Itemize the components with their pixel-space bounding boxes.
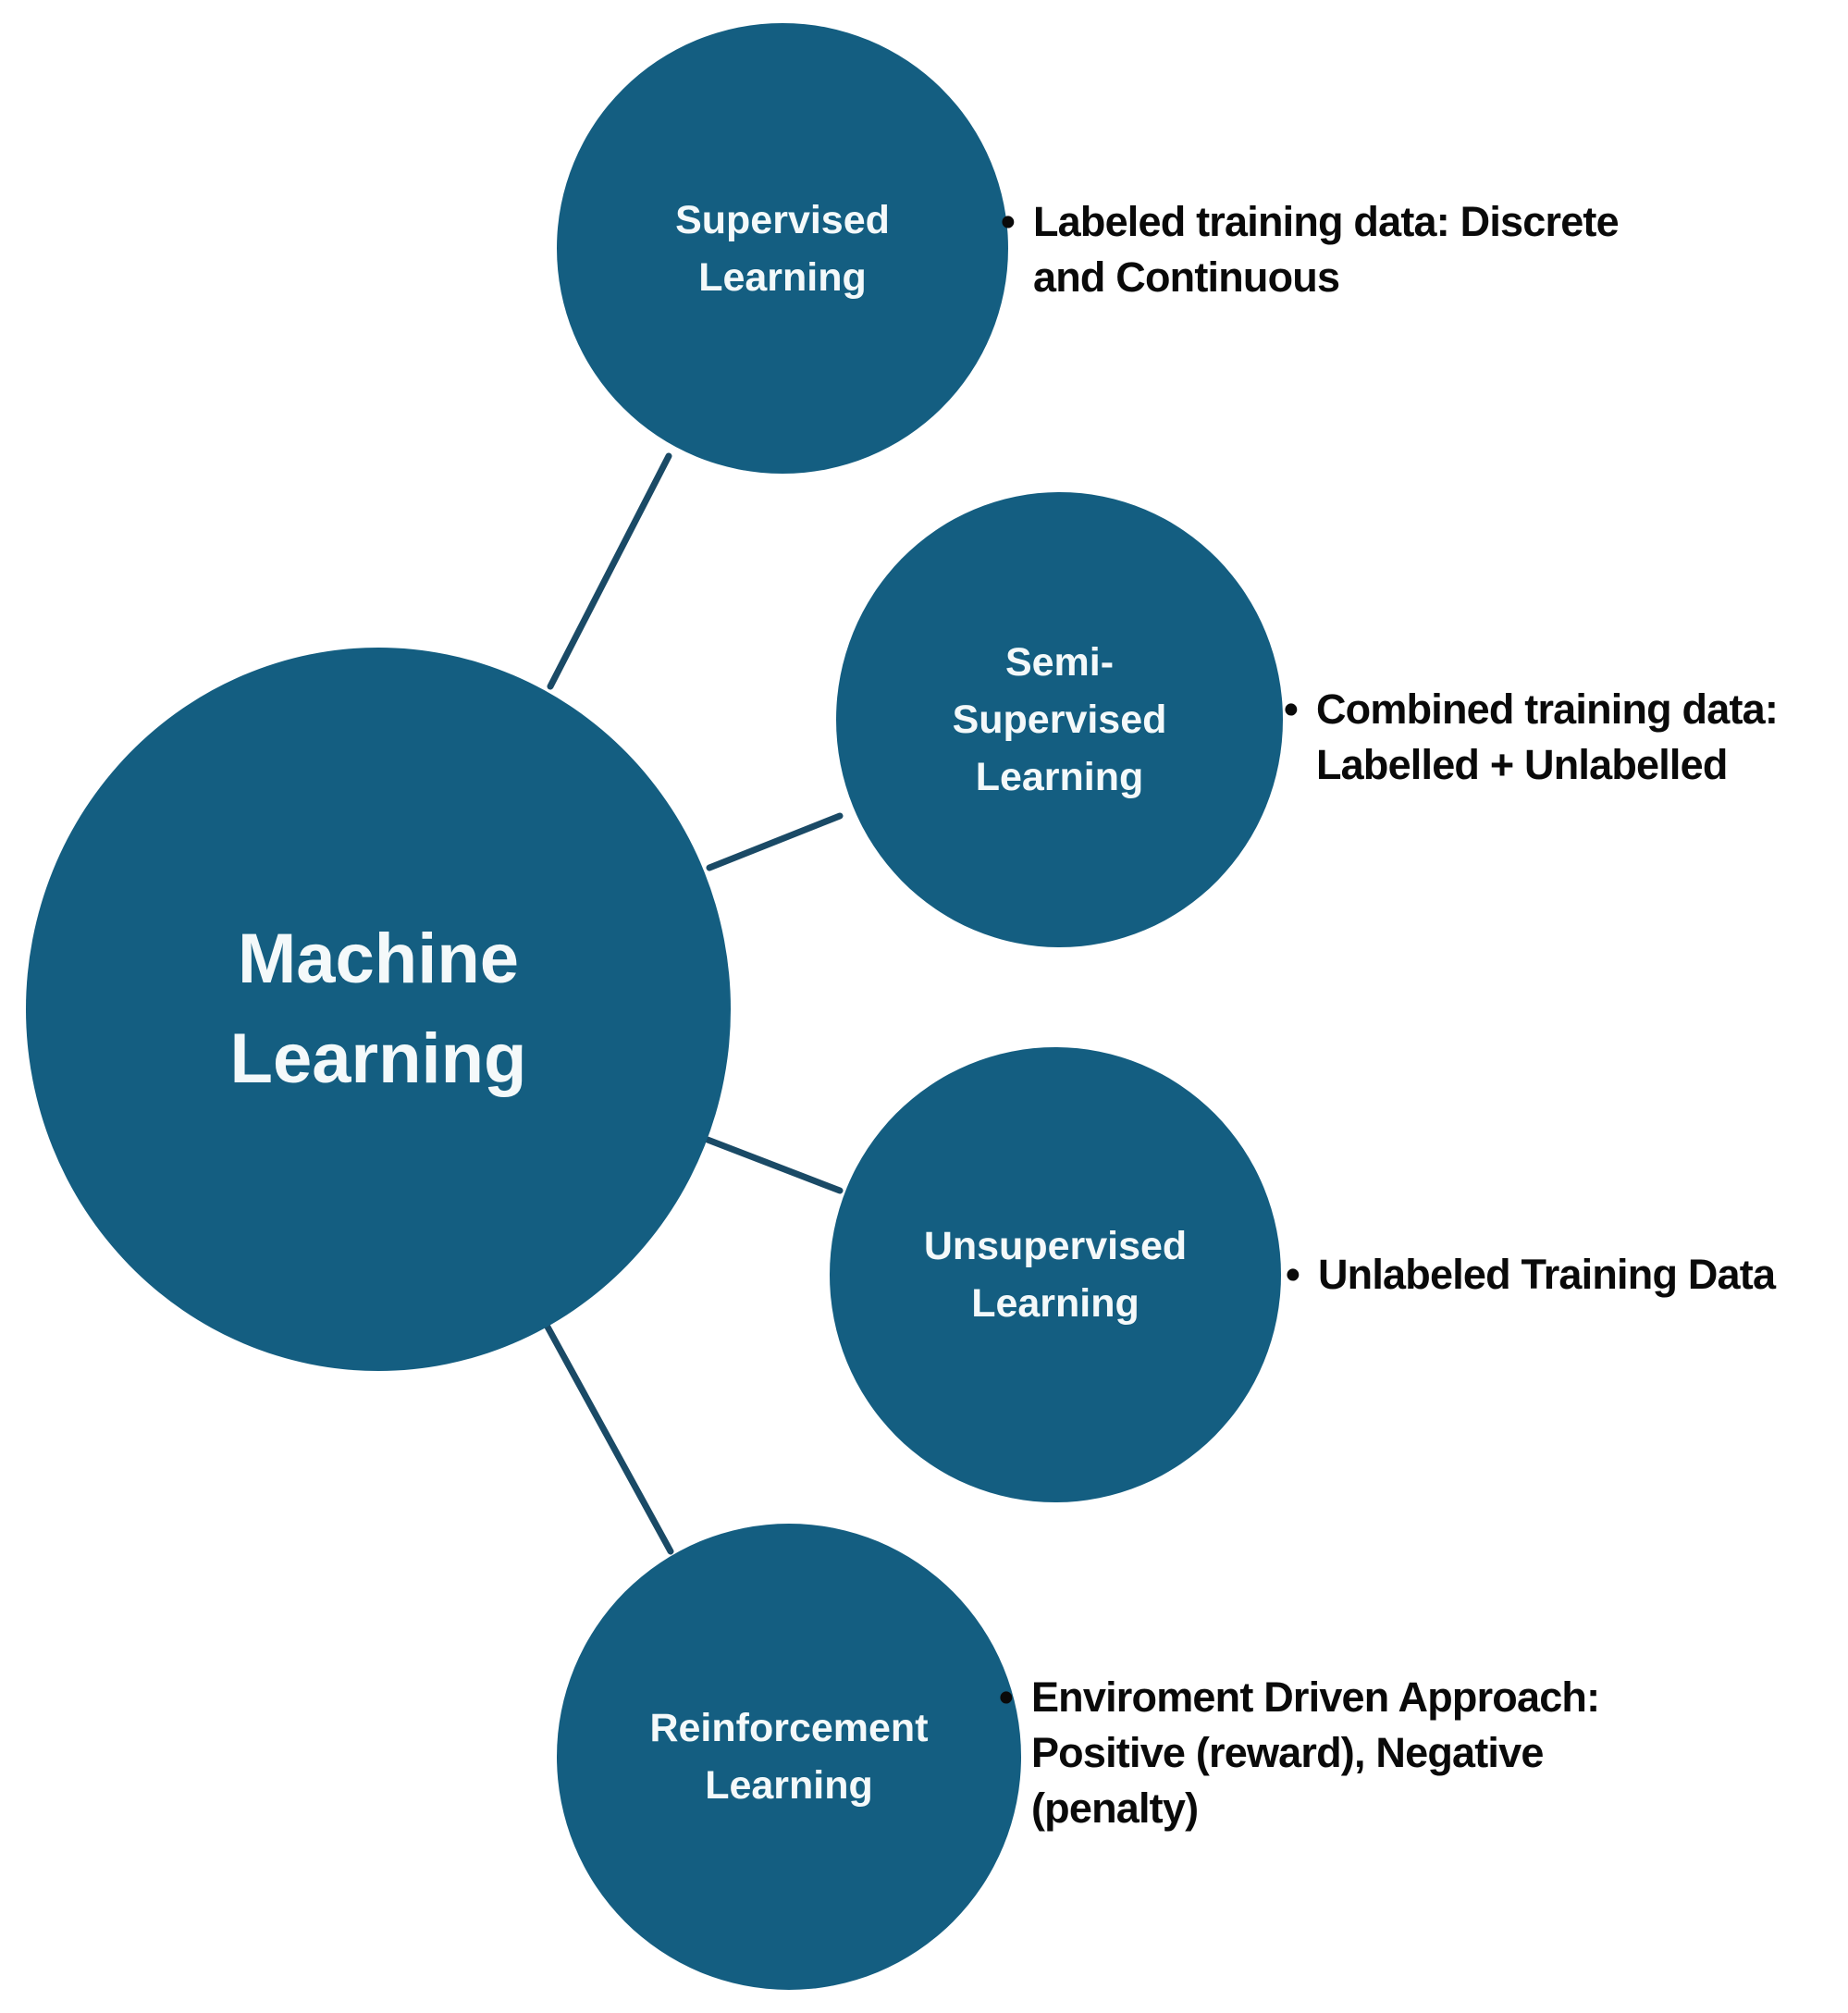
connector-unsupervised [704,1136,844,1194]
semi-supervised-learning-node: Semi- Supervised Learning [836,492,1283,947]
reinforcement-note: • Enviroment Driven Approach: Positive (… [999,1670,1757,1836]
reinforcement-note-text: Enviroment Driven Approach: Positive (re… [1030,1673,1600,1832]
unsupervised-learning-node: Unsupervised Learning [830,1047,1281,1502]
reinforcement-learning-label: Reinforcement Learning [649,1706,929,1808]
connector-semi-supervised [706,812,844,871]
supervised-note-text: Labeled training data: Discrete and Cont… [1032,198,1620,301]
machine-learning-node: Machine Learning [26,648,731,1371]
bullet-icon: • [1286,1251,1300,1298]
semi-supervised-note-text: Combined training data: Labelled + Unlab… [1315,685,1779,788]
supervised-learning-node: Supervised Learning [557,23,1008,474]
semi-supervised-learning-label: Semi- Supervised Learning [952,640,1167,799]
supervised-learning-label: Supervised Learning [675,197,890,300]
supervised-note: • Labeled training data: Discrete and Co… [1001,194,1722,305]
machine-learning-label: Machine Learning [229,920,527,1098]
bullet-icon: • [1284,685,1299,733]
bullet-icon: • [1001,198,1016,245]
reinforcement-learning-node: Reinforcement Learning [557,1524,1021,1990]
connector-reinforcement [540,1316,674,1555]
semi-supervised-note: • Combined training data: Labelled + Unl… [1284,682,1848,793]
bullet-icon: • [999,1673,1014,1721]
unsupervised-note-text: Unlabeled Training Data [1317,1251,1776,1298]
connector-supervised [547,452,672,690]
unsupervised-learning-label: Unsupervised Learning [923,1224,1188,1326]
unsupervised-note: • Unlabeled Training Data [1286,1247,1848,1303]
